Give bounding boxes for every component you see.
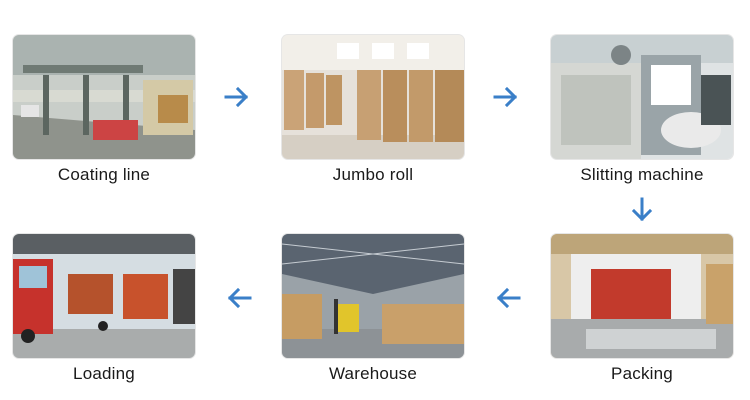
step-warehouse: Warehouse [282,234,464,358]
step-slitting-machine: Slitting machine [551,35,733,159]
step-packing: Packing [551,234,733,358]
warehouse-photo [282,234,464,358]
step-label: Warehouse [282,364,464,384]
step-label: Packing [551,364,733,384]
step-coating-line: Coating line [13,35,195,159]
arrow-right-icon [491,82,521,112]
coating-line-photo [13,35,195,159]
step-label: Slitting machine [551,165,733,185]
arrow-left-icon [493,283,523,313]
packing-photo [551,234,733,358]
step-loading: Loading [13,234,195,358]
arrow-right-icon [222,82,252,112]
jumbo-roll-photo [282,35,464,159]
arrow-down-icon [627,195,657,225]
loading-photo [13,234,195,358]
step-label: Jumbo roll [282,165,464,185]
step-label: Coating line [13,165,195,185]
slitting-machine-photo [551,35,733,159]
step-jumbo-roll: Jumbo roll [282,35,464,159]
arrow-left-icon [224,283,254,313]
step-label: Loading [13,364,195,384]
